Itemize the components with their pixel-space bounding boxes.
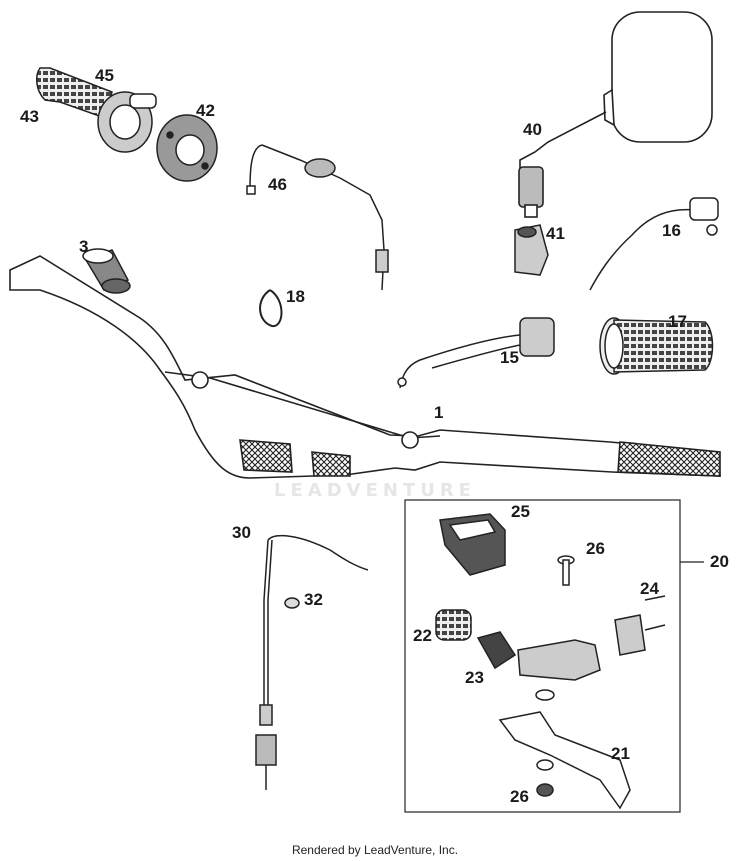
callout-41: 41	[546, 224, 565, 243]
mirror-part	[518, 11, 713, 218]
mirror-clamp-part	[514, 224, 549, 276]
callout-46: 46	[268, 175, 287, 194]
throttle-cable-part	[246, 144, 389, 291]
throttle-housing-part	[156, 114, 218, 182]
footer-credit: Rendered by LeadVenture, Inc.	[291, 843, 459, 857]
callout-21: 21	[611, 744, 630, 763]
clutch-assembly-frame	[404, 499, 704, 813]
callout-16: 16	[662, 221, 681, 240]
watermark: LEADVENTURE	[274, 480, 476, 501]
callout-22: 22	[413, 626, 432, 645]
callout-25: 25	[511, 502, 530, 521]
callout-30: 30	[232, 523, 251, 542]
kill-switch-part	[589, 197, 719, 291]
handlebar-part	[9, 255, 721, 479]
clutch-cable-part	[255, 534, 369, 790]
callout-26-lower: 26	[510, 787, 529, 806]
callout-26-upper: 26	[586, 539, 605, 558]
cable-tie-part	[259, 289, 283, 327]
sleeve-part	[82, 248, 131, 294]
callout-3: 3	[79, 237, 89, 256]
callout-40: 40	[523, 120, 542, 139]
clutch-perch-part	[439, 513, 506, 576]
callout-15: 15	[500, 348, 519, 367]
callout-42: 42	[196, 101, 215, 120]
callout-43: 43	[20, 107, 39, 126]
bolt-part	[557, 555, 575, 586]
callout-20: 20	[710, 552, 729, 571]
callout-23: 23	[465, 668, 484, 687]
callout-32: 32	[304, 590, 323, 609]
light-switch-part	[397, 317, 555, 389]
callout-17: 17	[668, 312, 687, 331]
callout-45: 45	[95, 66, 114, 85]
left-grip-part	[599, 317, 714, 375]
lever-bracket-part	[517, 595, 666, 681]
callout-18: 18	[286, 287, 305, 306]
callout-1: 1	[434, 403, 444, 422]
throttle-grip-part	[35, 67, 157, 153]
adjuster-part	[435, 609, 517, 670]
clutch-lever-part	[498, 689, 631, 810]
callout-24: 24	[640, 579, 659, 598]
